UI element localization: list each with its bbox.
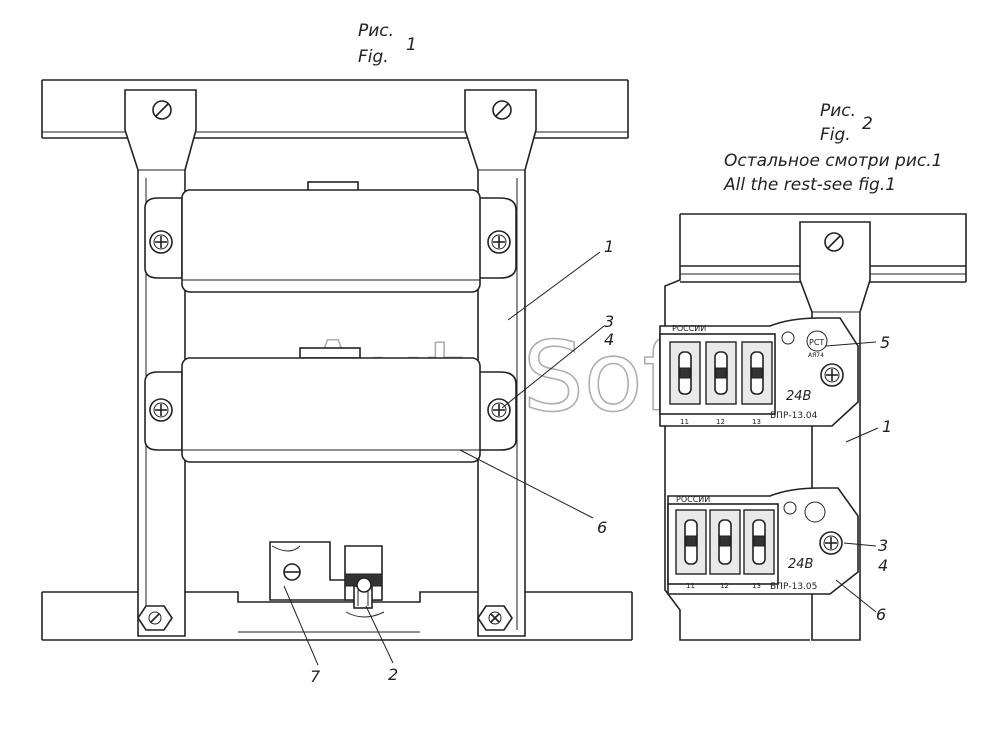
fig2-callout-6: 6 bbox=[876, 605, 886, 624]
cross-screw-icon bbox=[819, 531, 843, 555]
fuse-block-upper bbox=[144, 181, 517, 293]
pin-label: 11 bbox=[686, 582, 695, 590]
hex-nut-icon bbox=[477, 605, 513, 631]
fig2-callout-5: 5 bbox=[880, 333, 890, 352]
model-label: БПР-13.05 bbox=[770, 582, 817, 592]
pin-label: 13 bbox=[752, 582, 761, 590]
cross-screw-icon bbox=[820, 363, 844, 387]
cross-screw-icon bbox=[487, 398, 511, 422]
cross-screw-icon bbox=[487, 230, 511, 254]
figure-1: Рис. Fig. 1 bbox=[41, 21, 633, 686]
fuse-unit-upper: РОССИИ РСТ АЯ74 24В БПР-13.04 11 12 13 bbox=[659, 317, 859, 427]
callout-6: 6 bbox=[597, 518, 607, 537]
slotted-screw-icon bbox=[152, 100, 172, 120]
cert-sub: АЯ74 bbox=[808, 352, 824, 359]
slotted-screw-icon bbox=[492, 100, 512, 120]
maker-label: РОССИИ bbox=[676, 495, 710, 504]
voltage-label: 24В bbox=[786, 389, 812, 404]
voltage-label: 24В bbox=[788, 557, 814, 572]
fuse-block-lower bbox=[144, 347, 517, 463]
figure-2: Рис. Fig. 2 Остальное смотри рис.1 All t… bbox=[659, 101, 967, 641]
bottom-frame-rail bbox=[41, 591, 633, 641]
leader-lines bbox=[283, 251, 605, 666]
cross-screw-icon bbox=[149, 398, 173, 422]
callout-3: 3 bbox=[604, 312, 614, 331]
callout-1: 1 bbox=[604, 237, 614, 256]
slotted-screw-icon bbox=[824, 232, 844, 252]
hex-nut-icon bbox=[137, 605, 173, 631]
fig2-note-ru: Остальное смотри рис.1 bbox=[724, 151, 942, 171]
fig2-callout-3: 3 bbox=[878, 536, 888, 555]
fig1-number: 1 bbox=[406, 35, 417, 55]
fig2-number: 2 bbox=[862, 114, 873, 134]
fig1-caption-ru: Рис. bbox=[358, 21, 394, 41]
fig2-caption-ru: Рис. bbox=[820, 101, 856, 121]
pin-label: 12 bbox=[716, 418, 725, 426]
cross-screw-icon bbox=[149, 230, 173, 254]
pin-label: 13 bbox=[752, 418, 761, 426]
fig2-callout-4: 4 bbox=[878, 556, 888, 575]
fig2-note-en: All the rest-see fig.1 bbox=[723, 175, 896, 195]
fig1-caption-en: Fig. bbox=[358, 47, 389, 67]
callout-2: 2 bbox=[388, 665, 398, 684]
callout-4: 4 bbox=[604, 330, 614, 349]
callout-7: 7 bbox=[310, 667, 321, 686]
bottom-clamp bbox=[269, 541, 385, 618]
fuse-unit-lower: РОССИИ 24В БПР-13.05 11 12 13 bbox=[667, 487, 859, 595]
pin-label: 12 bbox=[720, 582, 729, 590]
fig2-caption-en: Fig. bbox=[820, 125, 851, 145]
cert-mark: РСТ bbox=[809, 338, 824, 347]
model-label: БПР-13.04 bbox=[770, 411, 818, 421]
pin-label: 11 bbox=[680, 418, 689, 426]
maker-label: РОССИИ bbox=[672, 324, 706, 333]
fig2-leader-lines bbox=[825, 341, 879, 613]
fig2-callout-1: 1 bbox=[882, 417, 892, 436]
